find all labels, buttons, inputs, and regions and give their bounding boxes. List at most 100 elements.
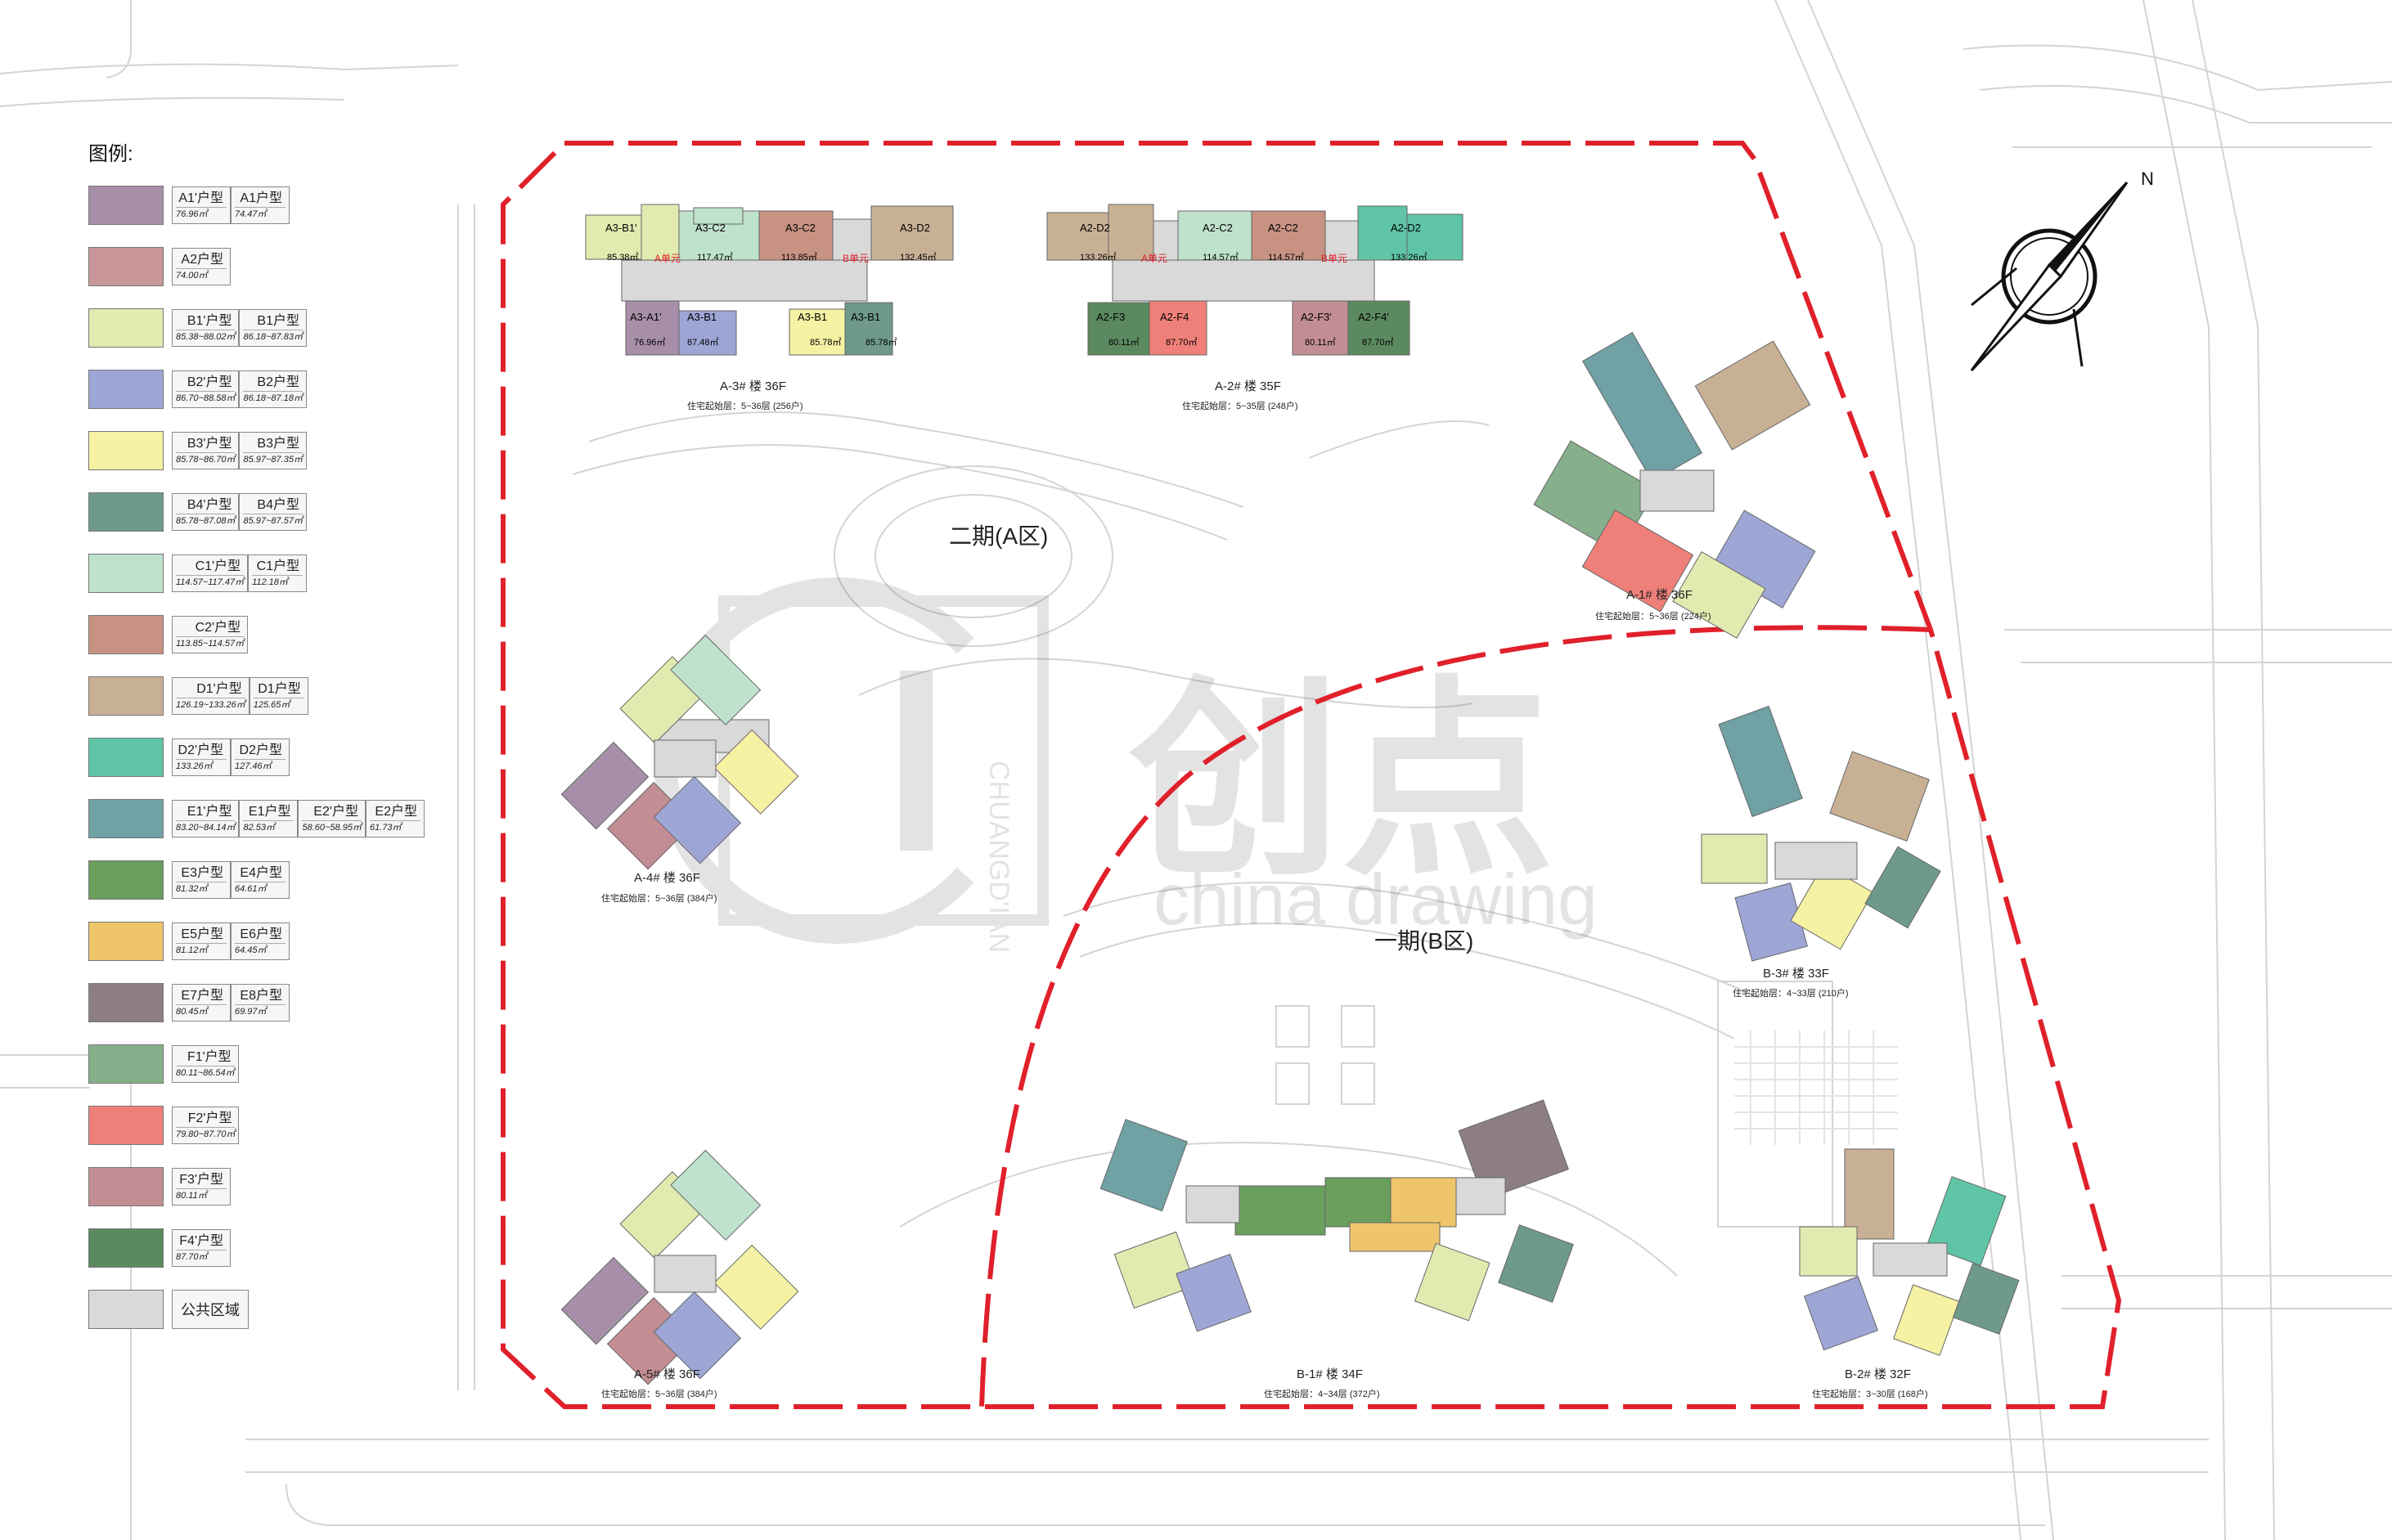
unit-label: A2-F3 [1096,311,1125,323]
unit-area: 132.45㎡ [900,252,937,263]
legend-swatch [88,1106,164,1145]
legend-type-name: B1户型 [257,313,299,328]
watermark-brand-cn: 创点 [1129,663,1554,900]
building-b2[interactable] [1799,1148,2020,1356]
building-title-a1: A-1# 楼 36F [1626,588,1693,602]
legend-type-name: C1户型 [256,559,300,573]
compass-north-label: N [2141,168,2154,189]
legend-type-name: 公共区域 [172,1290,249,1329]
building-a1[interactable] [1533,331,1816,651]
unit-label: A2-C2 [1268,222,1298,234]
legend-type-area: 112.18㎡ [252,574,303,589]
building-title-b3: B-3# 楼 33F [1763,967,1829,981]
legend-type-name: B3'户型 [187,436,232,451]
unit-area: 117.47㎡ [697,252,733,263]
unit-tag: B单元 [843,253,869,264]
unit-label: A3-B1' [605,222,637,234]
legend-item: 公共区域 [88,1288,514,1331]
legend-type-area: 85.78~86.70㎡ [176,451,236,466]
building-sub-a1: 住宅起始层：5~36层 (224户) [1595,610,1711,622]
building-b1[interactable] [1099,1099,1574,1332]
legend-type-name: C2'户型 [195,620,241,635]
north-arrow-icon: N [1970,168,2154,372]
legend-title: 图例: [88,143,133,165]
building-b3[interactable] [1701,705,1941,962]
building-a4[interactable] [560,634,799,870]
legend-swatch [88,554,164,593]
legend-type-area: 125.65㎡ [253,697,304,712]
legend-swatch [88,738,164,777]
unit-area: 87.70㎡ [1166,337,1198,348]
unit-label: A2-F4' [1358,311,1389,323]
site-boundary [501,141,2122,1409]
legend-type-name: A1户型 [240,191,282,205]
building-sub-a2: 住宅起始层：5~35层 (248户) [1182,400,1298,411]
building-a3[interactable]: A3-B1' A3-C2 A3-C2 A3-D2 A3-A1' A3-B1 A3… [585,204,954,356]
unit-area: 114.57㎡ [1268,252,1304,263]
plaza-hatching [1734,1030,1898,1145]
legend-type-area: 86.70~88.58㎡ [176,390,236,405]
legend-swatch [88,922,164,961]
legend-type-area: 85.38~88.02㎡ [176,329,236,343]
building-sub-a4: 住宅起始层：5~36层 (384户) [601,892,717,904]
building-sub-b3: 住宅起始层：4~33层 (210户) [1733,987,1849,999]
zone-label-phase-b: 一期(B区) [1374,928,1473,954]
legend-swatch [88,370,164,409]
unit-label: A2-D2 [1391,222,1421,234]
building-title-b2: B-2# 楼 32F [1845,1367,1911,1381]
legend-type-area: 81.12㎡ [176,942,227,957]
legend-type-area: 79.80~87.70㎡ [176,1126,236,1141]
unit-label: A3-C2 [695,222,726,234]
legend-type-area: 85.78~87.08㎡ [176,513,236,528]
unit-area: 76.96㎡ [634,337,666,348]
unit-area: 85.78㎡ [866,337,897,348]
unit-label: A3-C2 [785,222,816,234]
building-a5[interactable] [560,1149,799,1385]
legend-type-area: 64.45㎡ [235,942,286,957]
legend-type-area: 86.18~87.83㎡ [243,329,303,343]
building-title-a5: A-5# 楼 36F [634,1367,700,1381]
legend-type-name: E1'户型 [187,804,232,819]
legend-type-name: F1'户型 [187,1049,232,1064]
building-title-b1: B-1# 楼 34F [1297,1367,1363,1381]
legend-type-name: B4户型 [257,497,299,512]
unit-label: A2-F3' [1301,311,1332,323]
unit-area: 85.78㎡ [810,337,842,348]
legend-type-area: 80.11~86.54㎡ [176,1065,235,1080]
unit-label: A3-D2 [900,222,930,234]
legend-type-name: F4'户型 [179,1233,223,1248]
unit-area: 87.70㎡ [1362,337,1394,348]
building-a2[interactable]: A2-D2 A2-C2 A2-C2 A2-D2 A2-F3 A2-F4 A2-F… [1046,204,1464,356]
legend-swatch [88,676,164,716]
building-title-a2: A-2# 楼 35F [1215,379,1281,393]
unit-area: 114.57㎡ [1203,252,1239,263]
legend-swatch [88,1044,164,1084]
legend-type-name: E5户型 [181,927,223,941]
unit-tag: A单元 [654,253,681,264]
legend-type-area: 86.18~87.18㎡ [243,390,303,405]
legend-type-name: E6户型 [240,927,282,941]
